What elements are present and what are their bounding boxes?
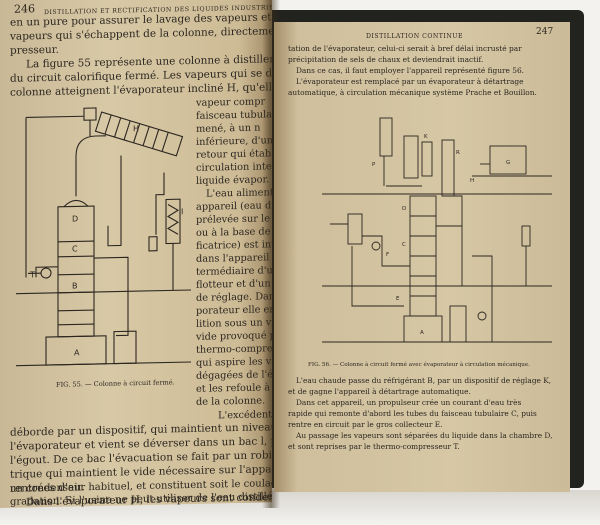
right-text-line: et de gagne l'appareil à détartrage auto… (288, 387, 471, 396)
right-running-head: DISTILLATION CONTINUE (366, 33, 464, 40)
tube-bundle (403, 135, 419, 179)
vapor-pipe (75, 135, 106, 197)
diagram-label: D (402, 206, 406, 212)
right-text-line: Au passage les vapeurs sont séparées du … (296, 431, 553, 440)
figure-56-diagram: K R P D C F E A G H (322, 117, 552, 343)
right-text-line: rentre en circuit par le gros collecteur… (288, 420, 443, 429)
condenser-p (379, 117, 393, 157)
right-text-line: tation de l'évaporateur, celui-ci serait… (288, 44, 522, 53)
diagram-label: A (420, 330, 424, 336)
right-text-line: automatique, à circulation mécanique sys… (288, 88, 537, 97)
diagram-label: T (29, 270, 35, 279)
left-page-tail: un condenseur habituel, et constituent s… (0, 0, 272, 525)
floor-line (16, 289, 191, 295)
figure-56-caption: FIG. 56. — Colonne à circuit fermé avec … (308, 362, 530, 368)
diagram-label: E (396, 296, 400, 302)
right-text-line: Dans cet appareil, un propulseur crée un… (296, 398, 522, 407)
diagram-label: D (72, 214, 78, 223)
diagram-label: I (181, 207, 183, 216)
right-page: DISTILLATION CONTINUE 247 tation de l'év… (274, 22, 570, 492)
right-text-line: L'évaporateur est remplacé par un évapor… (296, 77, 524, 86)
diagram-label: A (74, 348, 80, 357)
diagram-label: H (470, 178, 474, 184)
diagram-label: B (72, 281, 77, 290)
thermo-compressor (347, 213, 363, 245)
evaporator-h (94, 111, 184, 157)
diagram-label: P (372, 162, 376, 168)
right-text-line: rapide qui remonte d'abord les tubes du … (288, 409, 537, 418)
diagram-label: K (424, 134, 428, 140)
right-text-line: Dans ce cas, il faut employer l'appareil… (296, 66, 525, 75)
boiler-a (403, 315, 443, 343)
refrigerant-r (441, 139, 455, 197)
diagram-label: C (72, 244, 78, 253)
diagram-label: F (386, 252, 389, 258)
diagram-label: H (133, 124, 139, 133)
right-text-line: précipitation de sels de chaux et devien… (288, 55, 484, 64)
pump (148, 236, 158, 252)
receiver (113, 330, 137, 365)
right-text-line: L'eau chaude passe du réfrigérant B, par… (296, 376, 552, 385)
left-page: 246 DISTILLATION ET RECTIFICATION DES LI… (0, 0, 272, 508)
column-body (57, 205, 95, 338)
diagram-label: R (456, 150, 460, 156)
diagram-label: G (506, 160, 510, 166)
tank-g (489, 145, 527, 175)
figure-55-diagram: H I D C B T A (16, 107, 191, 367)
diagram-label: C (402, 242, 406, 248)
right-page-number: 247 (536, 27, 554, 37)
right-text-line: et sont reprises par le thermo-compresse… (288, 442, 460, 451)
